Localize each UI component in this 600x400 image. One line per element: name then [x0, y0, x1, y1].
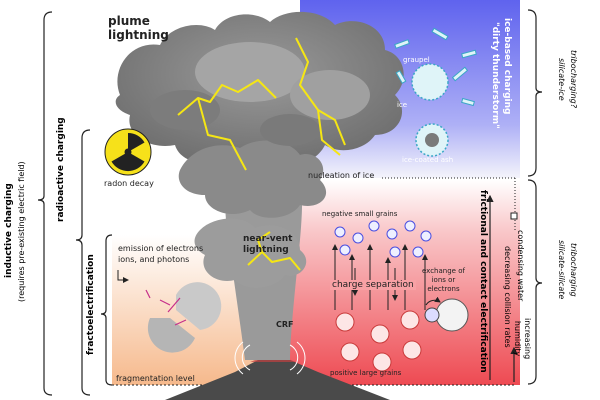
fracto-grain	[145, 282, 222, 353]
radiation-icon	[104, 128, 152, 176]
lightning-bolts	[177, 37, 346, 271]
silicate-ice-q-label: tribocharging?	[569, 50, 578, 108]
condensing-marker	[510, 212, 518, 220]
right-brackets	[527, 9, 543, 385]
plume-lightning-label: plume lightning	[108, 14, 169, 42]
volcano	[165, 360, 390, 400]
exchange-large-grain	[435, 298, 469, 332]
dirty-thunderstorm-label: "dirty thunderstorm"	[490, 22, 500, 129]
silicate-silicate-2-label: tribocharging	[569, 243, 578, 297]
negative-grains	[334, 220, 432, 258]
silicate-ice-label: silicate-ice	[557, 58, 566, 101]
ash-cloud	[115, 11, 404, 360]
ice-label: ice	[397, 101, 408, 109]
radioactive-charging-label: radioactive charging	[56, 117, 66, 222]
fragmentation-level-label: fragmentation level	[116, 374, 195, 383]
crf-label: CRF	[276, 320, 294, 329]
condensing-water-label: condensing water	[516, 230, 525, 302]
graupel-particle	[411, 63, 449, 101]
emission-arrow	[117, 270, 129, 283]
positive-large-grains-label: positive large grains	[330, 369, 402, 377]
radon-decay-label: radon decay	[104, 179, 154, 188]
fractoelectrification-label: fractoelectrification	[86, 254, 96, 355]
nucleation-of-ice-label: nucleation of ice	[308, 171, 375, 180]
near-vent-lightning-label: near-vent lightning	[243, 234, 293, 255]
ice-charging-label: ice-based charging	[502, 18, 512, 115]
side-arrows	[486, 194, 518, 382]
ice-coated-ash-label: ice-coated ash	[402, 156, 454, 164]
inductive-charging-label: inductive charging	[4, 183, 14, 278]
exchange-arrow	[425, 296, 441, 306]
charge-separation-label: charge separation	[330, 280, 416, 290]
ice-particles	[394, 27, 477, 107]
frictional-contact-label: frictional and contact electrification	[478, 190, 488, 373]
exchange-label: exchange of ions or electrons	[422, 267, 465, 293]
increasing-humidity-label: increasing humidity	[513, 318, 532, 360]
inductive-note-label: (requires pre-existing electric field)	[17, 161, 26, 302]
emission-label: emission of electrons ions, and photons	[118, 244, 204, 264]
left-brackets	[37, 11, 113, 396]
crf-waves	[234, 341, 306, 375]
graupel-label: graupel	[403, 56, 430, 64]
exchange-small-grain	[424, 307, 440, 323]
decreasing-collision-label: decreasing collision rates	[503, 246, 512, 348]
silicate-silicate-label: silicate-silicate	[557, 240, 566, 300]
negative-small-grains-label: negative small grains	[322, 210, 398, 218]
ash-core	[425, 133, 439, 147]
positive-grains	[335, 310, 422, 372]
